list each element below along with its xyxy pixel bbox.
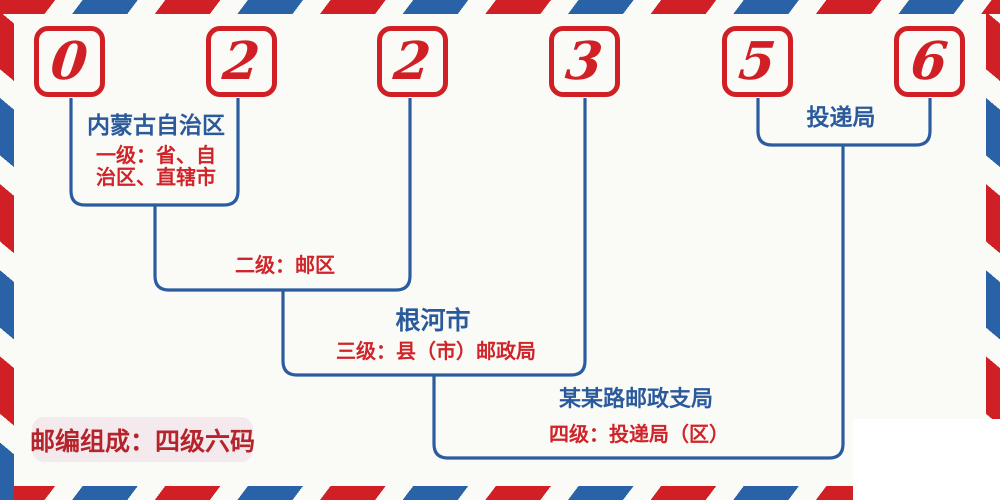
delivery-bracket-line — [756, 98, 932, 147]
level1-description-line2: 治区、直辖市 — [96, 165, 216, 189]
level1-region-label: 内蒙古自治区 — [87, 113, 225, 139]
airmail-border-right — [986, 0, 1000, 500]
bottom-right-white-patch — [853, 419, 1000, 500]
level1-description-line1: 一级：省、自 — [96, 143, 216, 167]
digit-value: 0 — [48, 30, 91, 92]
digit-box-4: 3 — [549, 26, 620, 97]
airmail-border-bottom — [0, 486, 1000, 500]
level4-description: 四级：投递局（区） — [549, 422, 729, 446]
digit-value: 3 — [563, 30, 606, 92]
composition-note-badge: 邮编组成：四级六码 — [30, 417, 256, 462]
airmail-border-top — [0, 0, 1000, 14]
digit-value: 6 — [908, 30, 951, 92]
airmail-border-left — [0, 0, 14, 500]
digit-box-6: 6 — [894, 26, 965, 97]
digit-box-5: 5 — [722, 26, 793, 97]
delivery-office-label: 投递局 — [806, 105, 876, 131]
digit-value: 5 — [736, 30, 779, 92]
digit-value: 2 — [220, 30, 263, 92]
level3-description: 三级：县（市）邮政局 — [336, 339, 536, 363]
level3-city-label: 根河市 — [395, 306, 471, 335]
level2-description: 二级：邮区 — [235, 253, 335, 277]
digit-box-3: 2 — [377, 26, 448, 97]
digit-value: 2 — [391, 30, 434, 92]
level4-branch-label: 某某路邮政支局 — [558, 387, 714, 412]
digit-box-2: 2 — [206, 26, 277, 97]
digit-box-1: 0 — [34, 26, 105, 97]
composition-note-text: 邮编组成：四级六码 — [30, 426, 256, 456]
level4-bracket-line — [432, 145, 845, 460]
